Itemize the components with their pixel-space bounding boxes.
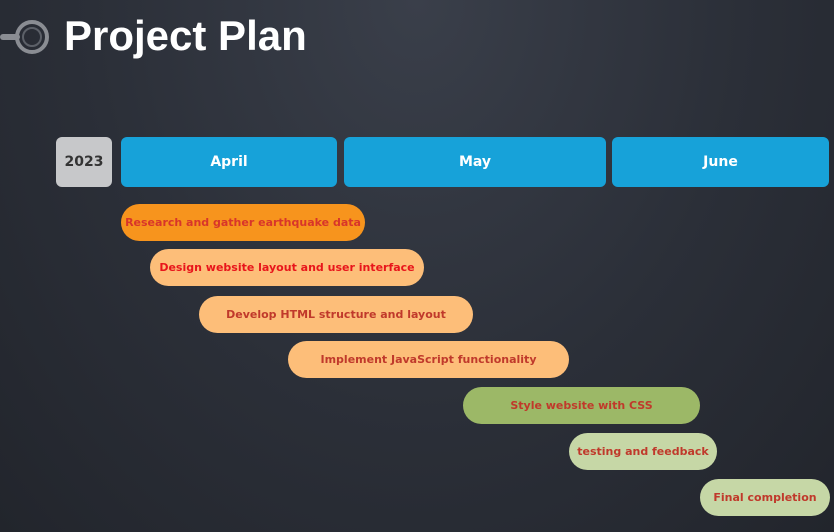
task-bar[interactable]: testing and feedback [569, 433, 717, 470]
month-header-june: June [612, 137, 829, 187]
month-header-may: May [344, 137, 606, 187]
task-bar[interactable]: Implement JavaScript functionality [288, 341, 569, 378]
task-bar[interactable]: Develop HTML structure and layout [199, 296, 473, 333]
year-label: 2023 [56, 137, 112, 187]
month-header-april: April [121, 137, 337, 187]
task-bar[interactable]: Research and gather earthquake data [121, 204, 365, 241]
task-bar[interactable]: Design website layout and user interface [150, 249, 424, 286]
logo-icon [0, 20, 49, 54]
task-bar[interactable]: Style website with CSS [463, 387, 700, 424]
task-bar[interactable]: Final completion [700, 479, 830, 516]
page-title: Project Plan [64, 12, 307, 59]
